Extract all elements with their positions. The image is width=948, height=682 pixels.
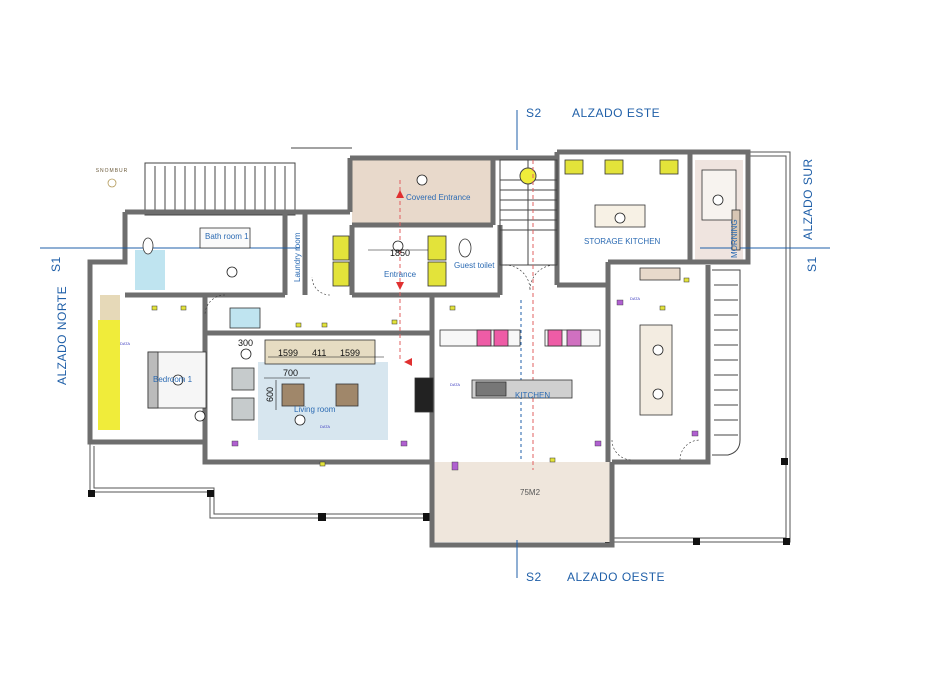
bedroom-side-fill xyxy=(100,295,120,320)
data-annotation-dining: DATA xyxy=(630,296,640,301)
room-bedroom: Bedroom 1 xyxy=(153,375,193,384)
stairs xyxy=(499,159,558,266)
elevation-south-label: ALZADO SUR xyxy=(801,158,815,240)
terrace-area-label: 75M2 xyxy=(520,488,541,497)
dim-600: 600 xyxy=(265,387,275,402)
dim-1599-right: 1599 xyxy=(340,348,360,358)
section-mark-s2-bottom: S2 xyxy=(526,570,542,584)
logo-text: SNOMBUR xyxy=(96,168,129,174)
section-mark-s1-right: S1 xyxy=(805,256,819,272)
entry-arrows xyxy=(396,190,412,366)
bath-tiles-fill xyxy=(135,250,165,290)
section-mark-s1-left: S1 xyxy=(49,256,63,272)
dim-700: 700 xyxy=(283,368,298,378)
door-swings xyxy=(204,264,701,461)
dim-300: 300 xyxy=(238,338,253,348)
purple-markers xyxy=(231,299,699,471)
room-morning: MORNING xyxy=(730,219,739,258)
room-covered-entrance: Covered Entrance xyxy=(406,193,471,202)
room-kitchen: KITCHEN xyxy=(515,391,550,400)
dim-1599-left: 1599 xyxy=(278,348,298,358)
elevation-north-label: ALZADO NORTE xyxy=(55,286,69,385)
data-annotation-living: DATA xyxy=(320,424,330,429)
section-mark-s2-top: S2 xyxy=(526,106,542,120)
data-annotation-bedroom: DATA xyxy=(120,341,130,346)
wardrobe-fill xyxy=(98,320,120,430)
section-dashed-red xyxy=(399,160,534,470)
dimension-lines xyxy=(264,249,428,410)
company-logo: SNOMBUR xyxy=(96,168,129,188)
elevation-east-label: ALZADO ESTE xyxy=(572,106,660,120)
room-laundry: Laundry room xyxy=(293,232,302,282)
electrical-markers xyxy=(151,277,690,467)
terrace-fill xyxy=(432,462,610,542)
terrace-railing-north xyxy=(144,147,352,216)
terrace-railing-south xyxy=(712,269,741,456)
room-living: Living room xyxy=(294,405,336,414)
section-lines xyxy=(40,110,830,578)
living-floor-fill xyxy=(258,362,388,440)
room-entrance: Entrance xyxy=(384,270,417,279)
light-fixture-icons xyxy=(172,174,724,426)
room-guest-toilet: Guest toilet xyxy=(454,261,495,270)
covered-entrance-fill xyxy=(352,160,492,226)
dim-411: 411 xyxy=(312,348,326,358)
elevation-west-label: ALZADO OESTE xyxy=(567,570,665,584)
room-bathroom: Bath room 1 xyxy=(205,232,249,241)
data-annotation-kitchen: DATA xyxy=(450,382,460,387)
dim-1850: 1850 xyxy=(390,248,410,258)
room-storage-kitchen: STORAGE KITCHEN xyxy=(584,237,661,246)
